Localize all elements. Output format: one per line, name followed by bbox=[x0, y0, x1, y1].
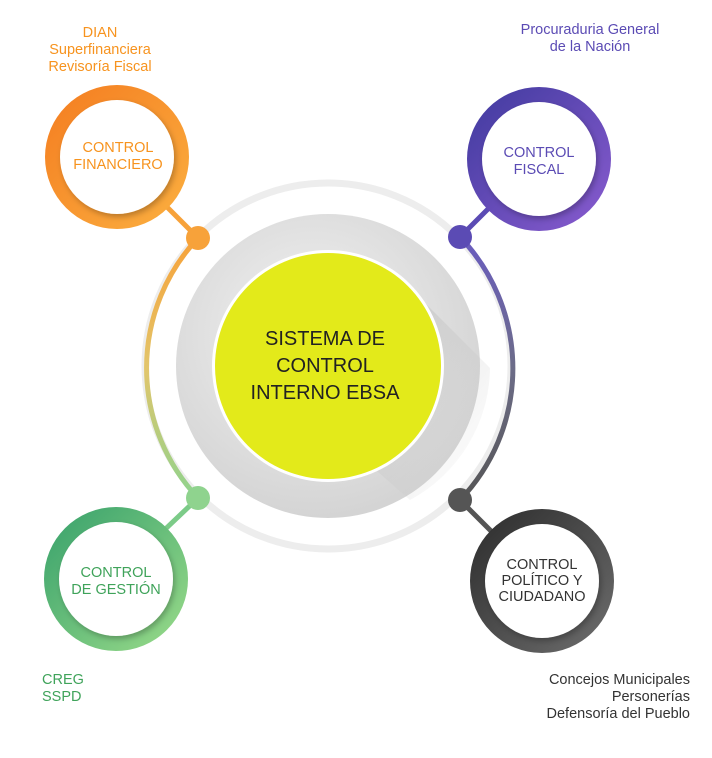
node-control-politico bbox=[470, 509, 614, 653]
dot-politico bbox=[448, 488, 472, 512]
node-title-line: CONTROL bbox=[506, 557, 578, 573]
node-title-fiscal: CONTROL FISCAL bbox=[474, 145, 604, 179]
node-control-financiero bbox=[45, 85, 189, 229]
node-title-line: DE GESTIÓN bbox=[71, 582, 161, 598]
center-title-line: SISTEMA DE bbox=[264, 328, 386, 350]
center-title: SISTEMA DE CONTROL INTERNO EBSA bbox=[235, 326, 415, 407]
node-title-line: POLÍTICO Y bbox=[501, 573, 583, 589]
entities-financiero: DIAN Superfinanciera Revisoría Fiscal bbox=[20, 25, 180, 76]
entity-label: Concejos Municipales bbox=[548, 672, 690, 688]
node-title-line: FISCAL bbox=[513, 162, 565, 178]
dot-financiero bbox=[186, 226, 210, 250]
node-control-fiscal bbox=[467, 87, 611, 231]
entity-label: Superfinanciera bbox=[49, 42, 151, 58]
entity-label: SSPD bbox=[42, 689, 82, 705]
node-title-line: CONTROL bbox=[503, 145, 575, 161]
entity-label: Procuraduria General bbox=[520, 22, 660, 38]
entity-label: de la Nación bbox=[549, 39, 631, 55]
left-connector-arc bbox=[144, 235, 201, 501]
node-title-line: CONTROL bbox=[80, 565, 152, 581]
entity-label: CREG bbox=[42, 672, 84, 688]
entities-gestion: CREG SSPD bbox=[42, 672, 84, 706]
node-title-gestion: CONTROL DE GESTIÓN bbox=[52, 565, 180, 599]
node-title-line: CIUDADANO bbox=[498, 589, 586, 605]
node-title-politico: CONTROL POLÍTICO Y CIUDADANO bbox=[477, 557, 607, 605]
center-yellow-disc bbox=[215, 253, 441, 479]
entity-label: Personerías bbox=[611, 689, 690, 705]
entities-politico: Concejos Municipales Personerías Defenso… bbox=[480, 672, 691, 723]
entity-label: Defensoría del Pueblo bbox=[546, 706, 691, 722]
node-control-gestion bbox=[44, 507, 188, 651]
center-title-line: INTERNO EBSA bbox=[250, 382, 400, 404]
dot-gestion bbox=[186, 486, 210, 510]
node-title-line: CONTROL bbox=[82, 140, 154, 156]
dot-fiscal bbox=[448, 225, 472, 249]
entity-label: DIAN bbox=[82, 25, 118, 41]
node-title-line: FINANCIERO bbox=[73, 157, 163, 173]
center-title-line: CONTROL bbox=[276, 355, 374, 377]
right-connector-arc bbox=[457, 234, 516, 503]
entities-fiscal: Procuraduria General de la Nación bbox=[490, 22, 690, 56]
entity-label: Revisoría Fiscal bbox=[48, 59, 152, 75]
node-title-financiero: CONTROL FINANCIERO bbox=[53, 140, 183, 174]
